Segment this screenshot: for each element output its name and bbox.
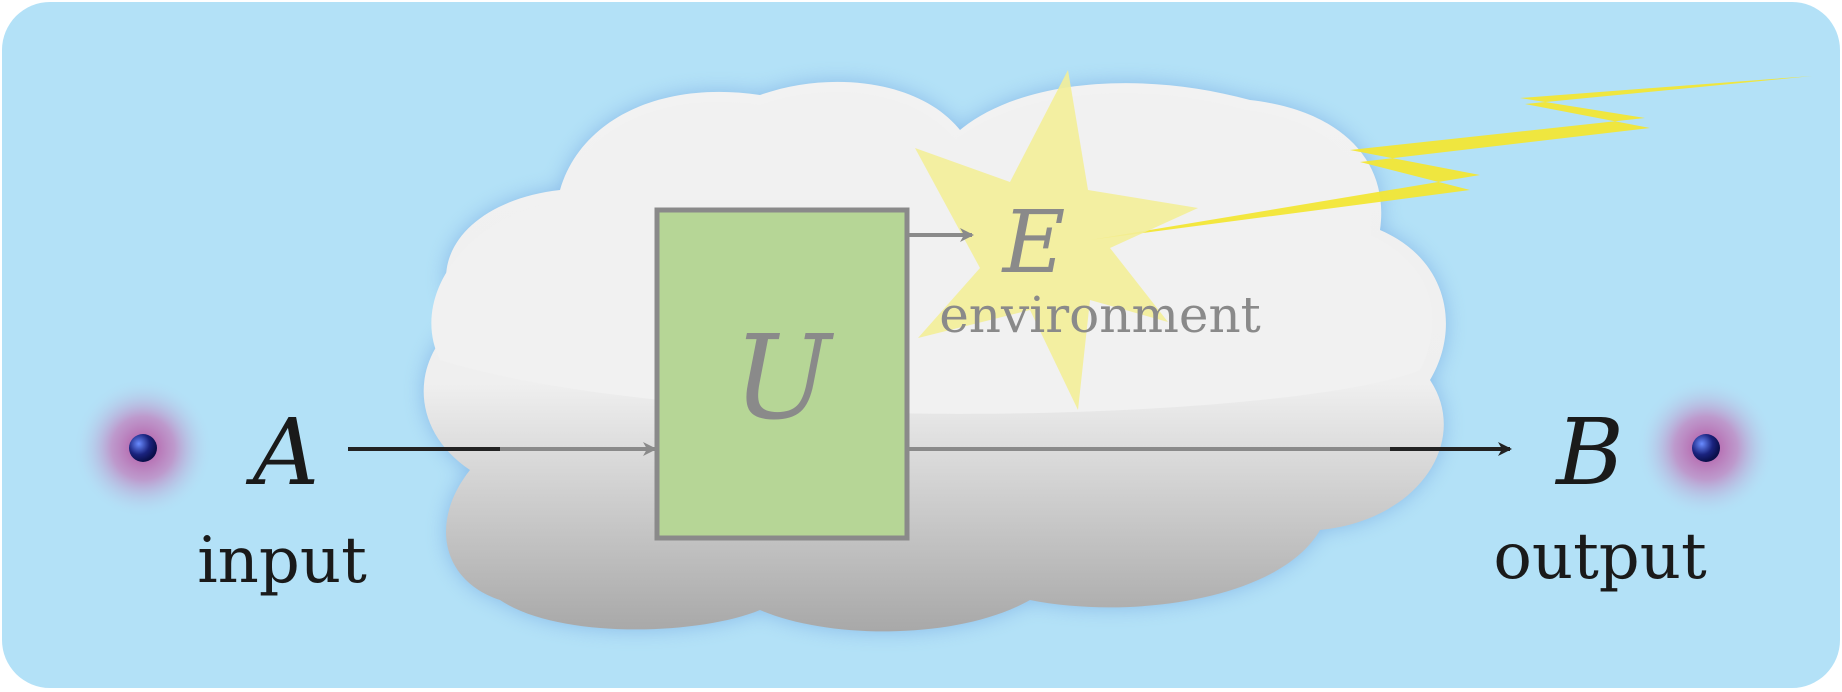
environment-symbol: E (1001, 193, 1066, 293)
lightning-bolt-icon (1090, 76, 1812, 240)
output-caption: output (1493, 520, 1707, 594)
qubit-dot-icon (1692, 434, 1720, 462)
unitary-symbol: U (733, 311, 834, 446)
starburst-icon (915, 70, 1198, 410)
environment-caption: environment (939, 286, 1261, 344)
qubit-dot-icon (129, 434, 157, 462)
input-symbol: A (245, 399, 319, 506)
unitary-box (654, 207, 910, 541)
input-caption: input (197, 524, 367, 598)
output-symbol: B (1554, 399, 1624, 506)
